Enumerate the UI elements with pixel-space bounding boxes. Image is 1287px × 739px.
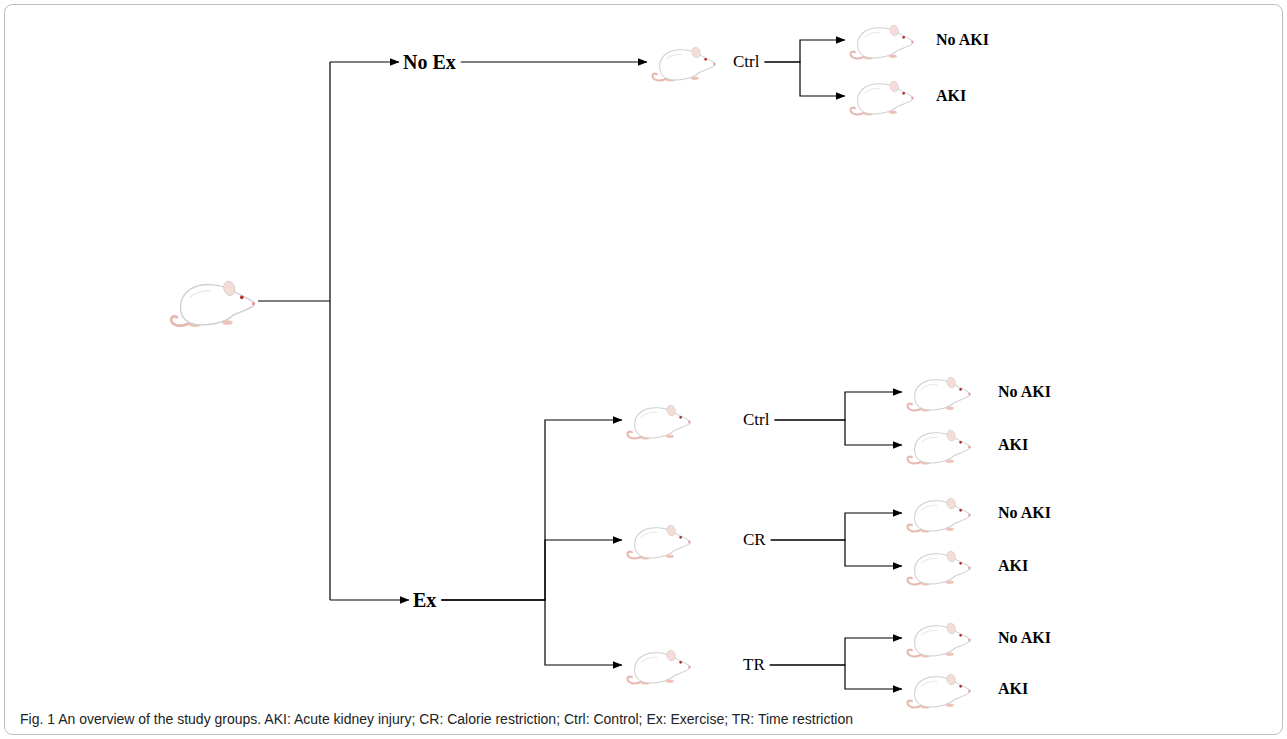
branch-arrow	[441, 420, 622, 600]
group-label: No Ex	[403, 50, 456, 74]
branch-line	[329, 62, 330, 600]
node-label: Ctrl	[733, 52, 759, 72]
rat-illustration	[625, 397, 693, 443]
outcome-node: No AKI	[905, 615, 1051, 661]
outcome-node: No AKI	[905, 490, 1051, 536]
rat-illustration	[625, 517, 693, 563]
rat-illustration	[905, 369, 973, 415]
node-label: No Ex	[403, 50, 456, 74]
outcome-node: AKI	[905, 422, 1028, 468]
rat-illustration	[171, 280, 255, 327]
branch-arrow	[774, 392, 902, 420]
rat-illustration	[905, 490, 973, 536]
node-label: TR	[743, 655, 765, 675]
outcome-node: No AKI	[905, 369, 1051, 415]
rat-illustration	[905, 615, 973, 661]
outcome-node: AKI	[905, 543, 1028, 589]
branch-arrow	[774, 420, 902, 445]
branch-arrow	[330, 61, 399, 62]
rat-illustration	[625, 642, 693, 688]
group-node: Ctrl	[625, 397, 769, 443]
group-label: Ex	[413, 588, 436, 612]
node-label: AKI	[998, 556, 1028, 575]
branch-arrow	[461, 61, 647, 62]
rat-illustration	[905, 543, 973, 589]
group-node: TR	[625, 642, 765, 688]
branch-arrow	[764, 62, 845, 96]
branch-arrow	[441, 540, 622, 600]
node-label: No AKI	[998, 503, 1051, 522]
rat-illustration	[905, 666, 973, 712]
outcome-node: AKI	[848, 73, 966, 119]
group-node: Ctrl	[650, 39, 759, 85]
rat-illustration	[650, 39, 718, 85]
node-label: AKI	[998, 435, 1028, 454]
rat-illustration	[848, 17, 916, 63]
node-label: AKI	[998, 679, 1028, 698]
branch-arrow	[770, 638, 902, 665]
branch-arrow	[771, 540, 902, 566]
rat-illustration	[905, 422, 973, 468]
figure-caption: Fig. 1 An overview of the study groups. …	[20, 711, 853, 727]
branch-arrow	[771, 513, 902, 540]
branch-arrow	[770, 665, 902, 689]
branch-arrow	[764, 40, 845, 62]
outcome-node: AKI	[905, 666, 1028, 712]
frame-border	[5, 5, 1283, 735]
outcome-node: No AKI	[848, 17, 989, 63]
rat-illustration	[848, 73, 916, 119]
group-node: CR	[625, 517, 766, 563]
node-label: Ex	[413, 588, 436, 612]
branch-arrow	[330, 599, 409, 600]
branch-line	[258, 300, 330, 301]
node-label: No AKI	[936, 30, 989, 49]
branch-arrow	[441, 600, 622, 665]
node-label: No AKI	[998, 382, 1051, 401]
node-label: No AKI	[998, 628, 1051, 647]
node-label: CR	[743, 530, 766, 550]
node-label: Ctrl	[743, 410, 769, 430]
node-label: AKI	[936, 86, 966, 105]
